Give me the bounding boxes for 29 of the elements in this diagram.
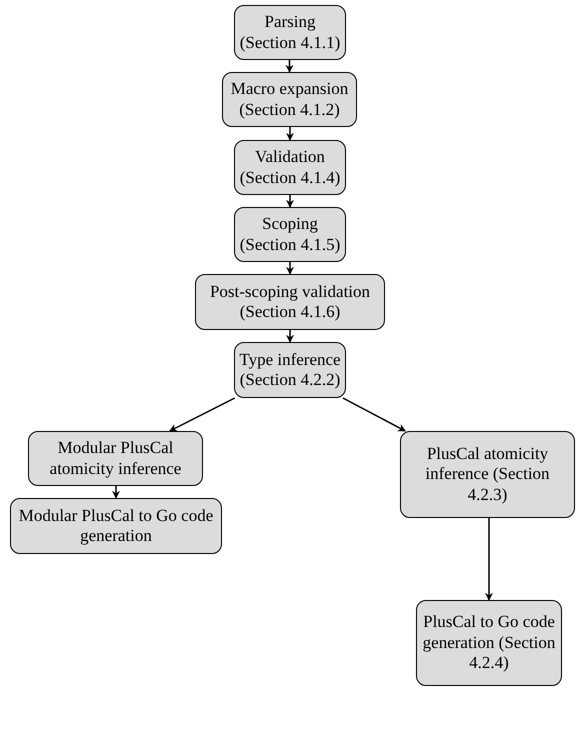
process-box bbox=[234, 140, 346, 195]
process-box bbox=[234, 342, 346, 398]
process-box bbox=[10, 498, 222, 554]
step-label: PlusCal atomicity inference (Section 4.2.3) bbox=[424, 444, 551, 506]
arrow bbox=[286, 330, 294, 343]
process-box bbox=[195, 274, 385, 330]
process-box bbox=[234, 207, 346, 262]
step-label: Post-scoping validation (Section 4.1.6) bbox=[208, 282, 372, 322]
arrow bbox=[286, 262, 294, 275]
process-box bbox=[400, 431, 575, 518]
step-label: Type inference (Section 4.2.2) bbox=[238, 350, 342, 390]
arrow bbox=[169, 397, 236, 432]
process-box bbox=[222, 72, 357, 127]
process-box bbox=[234, 5, 346, 60]
step-label: PlusCal to Go code generation (Section 4.2.4) bbox=[422, 612, 556, 674]
step-label: Macro expansion (Section 4.1.2) bbox=[230, 79, 350, 120]
process-box bbox=[28, 431, 203, 486]
arrow bbox=[286, 60, 294, 73]
arrow bbox=[342, 397, 406, 432]
process-box bbox=[416, 600, 562, 686]
step-label: Parsing (Section 4.1.1) bbox=[238, 12, 342, 53]
step-label: Scoping (Section 4.1.5) bbox=[238, 214, 342, 255]
step-label: Modular PlusCal to Go code generation bbox=[18, 506, 214, 546]
arrow bbox=[485, 518, 493, 601]
arrow bbox=[286, 195, 294, 208]
step-label: Modular PlusCal atomicity inference bbox=[48, 438, 182, 479]
step-label: Validation (Section 4.1.4) bbox=[238, 147, 342, 188]
arrow bbox=[286, 127, 294, 141]
arrow bbox=[112, 486, 120, 499]
